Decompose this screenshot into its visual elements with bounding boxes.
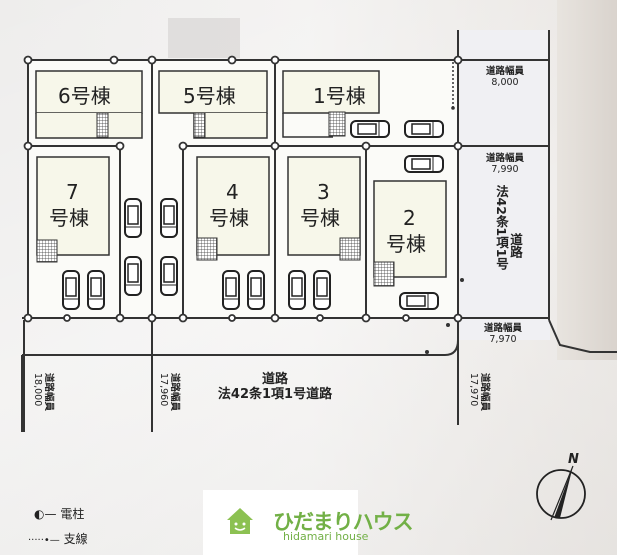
building-4-number: 4 [226,180,239,204]
road-width-value: 8,000 [491,77,519,88]
road-width-title: 道路幅員 [479,373,490,412]
legend-utility-pole: ◐— 電柱 [34,505,84,522]
compass-north-label: N [568,452,579,467]
east-road-width-mid: 道路幅員 7,990 [470,153,540,175]
south-road-width-2: 道路幅員 17,960 [158,373,180,411]
building-2-suffix: 号棟 [386,232,426,256]
lot-boundaries [21,30,617,432]
building-1-lower [282,113,333,138]
boundary-markers [23,55,463,323]
road-width-title: 道路幅員 [485,153,524,164]
logo-name-jp: ひだまりハウス [273,510,414,534]
road-width-value: 7,970 [489,334,517,345]
building-1-label: 1号棟 [313,84,366,108]
house-icon [227,508,253,534]
building-6 [35,70,143,114]
background-shade [168,18,240,58]
east-road-width-bottom: 道路幅員 7,970 [468,323,538,345]
building-6-label: 6号棟 [58,84,111,108]
south-road-width-1: 道路幅員 18,000 [32,373,54,411]
road-width-title: 道路幅員 [43,373,54,412]
road-width-value: 17,970 [468,373,479,407]
background-edge [557,0,617,360]
south-road-width-3: 道路幅員 17,970 [468,373,490,411]
east-road-word: 道路 [508,233,523,258]
south-road-title: 道路 [261,372,288,387]
south-road-classification: 法42条1項1号道路 [217,387,333,402]
building-4-suffix: 号棟 [209,206,249,230]
road-width-value: 7,990 [491,164,519,175]
building-3-number: 3 [317,180,330,204]
support-wire-anchor [451,106,455,110]
legend-label: 支線 [63,532,88,546]
building-1 [282,70,380,114]
building-7-suffix: 号棟 [49,206,89,230]
road-width-title: 道路幅員 [485,66,524,77]
pole-dot [425,350,429,354]
building-3-suffix: 号棟 [300,206,340,230]
utility-pole-icon: ◐— [34,507,57,521]
building-7 [36,156,110,256]
company-logo: ひだまりハウス hidamari house [203,490,414,555]
legend-support-wire: ·····•— 支線 [28,530,88,547]
road-width-value: 17,960 [158,373,169,407]
compass-icon [536,465,586,521]
support-wire-icon: ·····•— [28,535,60,546]
road-width-title: 道路幅員 [483,323,522,334]
road-width-title: 道路幅員 [169,373,180,412]
road-width-value: 18,000 [32,373,43,407]
stair-icons [36,111,395,287]
building-2 [373,180,447,278]
building-2-number: 2 [403,206,416,230]
building-6-lower [35,113,143,139]
east-road-classification: 法42条1項1号 [494,185,509,270]
pole-dot [446,323,450,327]
east-road-width-top: 道路幅員 8,000 [470,66,540,88]
building-5-label: 5号棟 [183,84,236,108]
building-7-number: 7 [66,180,79,204]
logo-name-en: hidamari house [283,530,369,543]
legend-label: 電柱 [60,507,85,521]
east-road [460,30,550,340]
pole-dot [460,278,464,282]
